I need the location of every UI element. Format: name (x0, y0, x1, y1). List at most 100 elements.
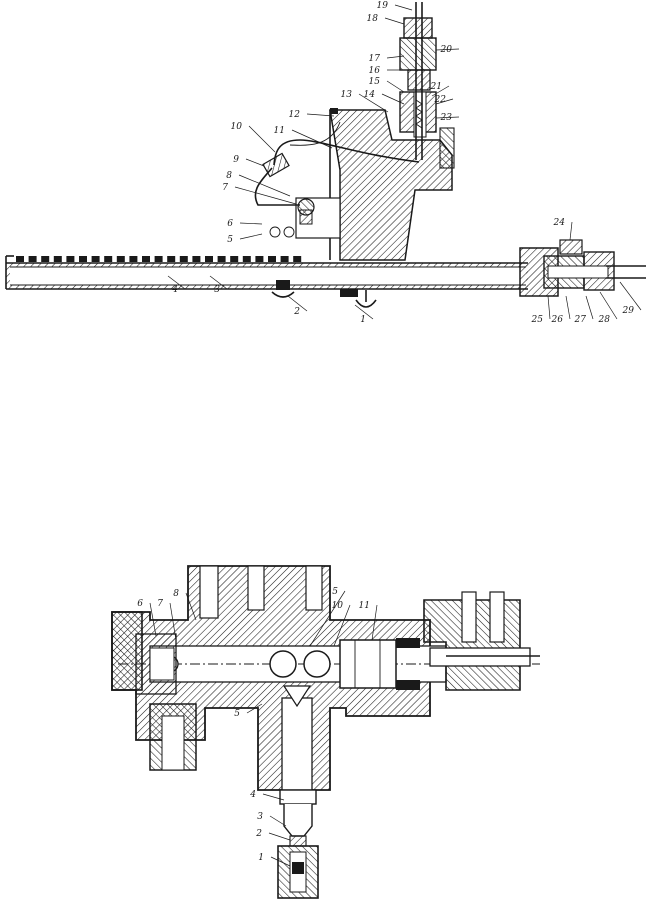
bottom-leader-line (262, 793, 285, 801)
top-callout-label: 11 (274, 126, 285, 136)
top-leader-line (384, 17, 405, 25)
top-callout-label: 28 (598, 315, 611, 325)
end-connector (519, 239, 646, 297)
top-leader-line (306, 113, 335, 117)
burner-hole (179, 256, 188, 262)
bottom-leader-line (246, 703, 263, 714)
top-leader-line (381, 93, 405, 105)
bottom-leader-line (268, 832, 291, 841)
top-leader-line (358, 93, 389, 113)
top-leader-line (386, 55, 405, 59)
top-callout-label: 2 (293, 307, 300, 317)
top-callout-label: 26 (551, 315, 564, 325)
burner-hole (205, 256, 213, 262)
top-callout-label: 19 (377, 1, 389, 11)
top-leader-line (354, 304, 374, 320)
top-leader-line (287, 295, 308, 312)
burner-hole (230, 256, 239, 262)
burner-tube (5, 255, 528, 290)
top-callout-label: 27 (574, 315, 587, 325)
top-callout-label: 15 (369, 77, 381, 87)
top-leader-line (431, 85, 450, 97)
top-callout-label: 22 (434, 95, 447, 105)
top-callout-label: 4 (171, 285, 178, 295)
top-leader-line (435, 116, 460, 119)
top-leader-line (239, 222, 263, 225)
fitting-upper (262, 152, 290, 178)
top-leader-line (245, 158, 265, 167)
top-leader-line (234, 186, 297, 205)
bottom-callout-label: 4 (249, 790, 256, 800)
fitting-lower (297, 198, 315, 225)
burner-hole (28, 256, 37, 262)
top-callout-label: 24 (553, 218, 566, 228)
top-leader-line (248, 125, 276, 153)
burner-hole (217, 256, 226, 262)
top-callout-label: 17 (369, 54, 381, 64)
burner-hole (104, 256, 113, 262)
top-callout-label: 9 (233, 155, 239, 165)
burner-hole (16, 256, 24, 262)
burner-hole (293, 256, 302, 262)
burner-hole (242, 256, 251, 262)
burner-hole (91, 256, 100, 262)
top-leader-line (599, 291, 618, 320)
top-leader-line (167, 275, 186, 290)
bottom-callout-label: 5 (332, 587, 338, 597)
burner-hole (280, 256, 289, 262)
bottom-callout-label: 5 (234, 709, 240, 719)
bottom-callout-label: 10 (332, 601, 344, 611)
burner-hole (79, 256, 87, 262)
bottom-callout-label: 1 (258, 853, 264, 863)
top-leader-line (291, 129, 333, 149)
bottom-callout-label: 3 (257, 812, 263, 822)
top-leader-line (585, 295, 594, 320)
top-callout-label: 18 (367, 14, 379, 24)
top-leader-line (565, 295, 571, 320)
top-leader-line (547, 295, 551, 320)
bottom-leader-line (333, 604, 351, 647)
top-callout-label: 3 (214, 285, 220, 295)
top-callout-label: 21 (430, 82, 442, 92)
screw-1 (340, 289, 377, 308)
valve-column (399, 2, 455, 169)
top-callout-label: 10 (231, 122, 243, 132)
top-leader-line (238, 174, 291, 197)
top-leader-line (239, 233, 263, 240)
burner-hole (255, 256, 264, 262)
bottom-leader-line (185, 592, 197, 621)
top-callout-label: 16 (369, 66, 381, 76)
burner-hole (268, 256, 276, 262)
top-leader-line (435, 48, 460, 51)
top-callout-label: 5 (227, 235, 233, 245)
top-leader-line (209, 275, 228, 290)
top-callout-label: 12 (289, 110, 301, 120)
burner-hole (116, 256, 125, 262)
bottom-leader-line (269, 815, 287, 827)
top-leader-line (619, 281, 642, 311)
bottom-callout-label: 8 (173, 589, 179, 599)
bottom-callout-label: 7 (157, 599, 163, 609)
bottom-leader-line (371, 604, 378, 641)
burner-hole (167, 256, 176, 262)
nozzle-stack (277, 789, 319, 899)
top-callout-label: 20 (440, 45, 453, 55)
top-leader-line (435, 98, 454, 105)
top-leader-line (386, 80, 405, 93)
burner-hole (154, 256, 163, 262)
top-callout-label: 1 (360, 315, 366, 325)
bottom-callout-label: 6 (137, 599, 143, 609)
bottom-callout-label: 11 (359, 601, 370, 611)
top-callout-label: 14 (364, 90, 376, 100)
top-leader-line (394, 4, 413, 11)
bottom-leader-line (169, 602, 177, 641)
bottom-leader-line (149, 602, 157, 637)
top-callout-label: 25 (531, 315, 544, 325)
top-callout-label: 29 (622, 306, 635, 316)
bottom-leader-line (270, 856, 291, 867)
